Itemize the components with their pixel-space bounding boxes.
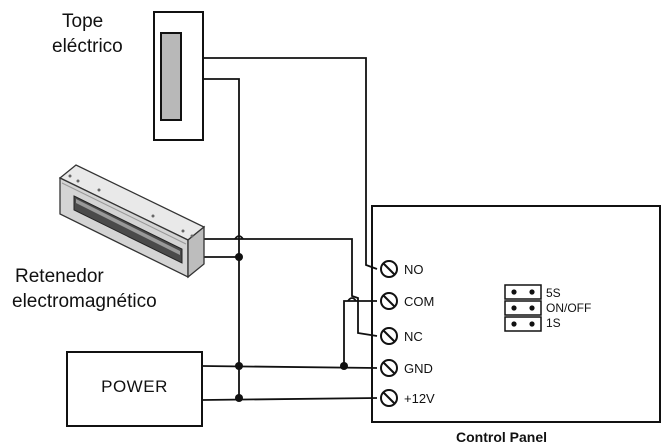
wire-strike-common (203, 78, 240, 398)
maglock-label-line1: Retenedor (15, 266, 104, 287)
jumper-label-onoff: ON/OFF (546, 301, 592, 315)
jumper-block (504, 284, 542, 332)
terminal-screw-no (380, 260, 398, 278)
junction-dot (340, 362, 348, 370)
maglock-label-line2: electromagnético (12, 291, 157, 312)
power-supply-label: POWER (101, 377, 168, 396)
electric-strike-label: Tope eléctrico (52, 9, 123, 59)
terminal-label-gnd: GND (404, 361, 433, 376)
terminal-screw-gnd (380, 359, 398, 377)
terminal-label-com: COM (404, 294, 435, 309)
terminal-screw-12v (380, 389, 398, 407)
control-panel-box (371, 205, 661, 423)
jumper-label-5s: 5S (546, 286, 561, 300)
control-panel-title: Control Panel (456, 429, 548, 445)
crossover-hop-1 (234, 235, 244, 240)
jumper-label-1s: 1S (546, 316, 561, 330)
wire-maglock-to-nc (203, 238, 378, 337)
terminal-label-nc: NC (404, 329, 423, 344)
wires (202, 57, 378, 401)
wire-com-link (343, 300, 377, 366)
terminal-label-12v: +12V (404, 391, 435, 406)
junction-dot (235, 253, 243, 261)
terminal-screw-nc (380, 327, 398, 345)
electric-strike-label-line2: eléctrico (52, 36, 123, 57)
terminal-label-no: NO (404, 262, 424, 277)
terminal-screw-com (380, 292, 398, 310)
junction-dot (235, 394, 243, 402)
terminal-screws (380, 260, 398, 407)
wire-strike-to-no (203, 57, 378, 270)
junction-dots (235, 253, 348, 402)
wire-12v (202, 397, 378, 401)
electric-strike-bolt (160, 32, 182, 121)
junction-dot (235, 362, 243, 370)
power-supply-box (66, 351, 203, 427)
maglock-label: Retenedor electromagnético (12, 264, 157, 314)
wire-gnd (202, 365, 378, 369)
crossover-hop-2 (347, 297, 357, 302)
electric-strike-body (153, 11, 204, 141)
electric-strike-label-line1: Tope (62, 11, 104, 32)
maglock-illustration (58, 164, 206, 279)
